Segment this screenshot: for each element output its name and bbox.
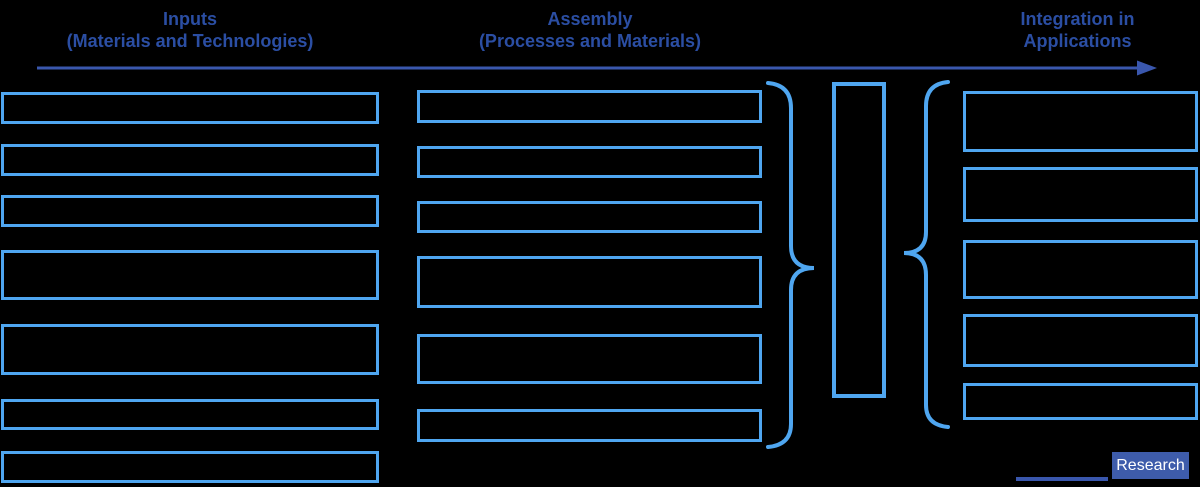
input-box-4 xyxy=(1,250,379,300)
left-brace-icon xyxy=(903,80,950,429)
column-header-inputs: Inputs (Materials and Technologies) xyxy=(0,8,380,52)
application-box-4 xyxy=(963,314,1198,367)
research-badge: Research xyxy=(1112,452,1189,479)
input-box-1 xyxy=(1,92,379,124)
application-box-5 xyxy=(963,383,1198,420)
center-connector-box xyxy=(832,82,886,398)
assembly-box-6 xyxy=(417,409,762,442)
column-header-assembly: Assembly (Processes and Materials) xyxy=(410,8,770,52)
brand-underline xyxy=(1016,477,1108,481)
column-header-applications-line1: Integration in xyxy=(1020,9,1135,29)
input-box-5 xyxy=(1,324,379,375)
column-header-applications: Integration in Applications xyxy=(955,8,1200,52)
right-brace-icon xyxy=(766,81,815,449)
column-header-inputs-line2: (Materials and Technologies) xyxy=(66,31,314,51)
column-header-applications-line2: Applications xyxy=(1023,31,1132,51)
input-box-7 xyxy=(1,451,379,483)
assembly-box-5 xyxy=(417,334,762,384)
assembly-box-3 xyxy=(417,201,762,233)
column-header-assembly-line1: Assembly xyxy=(547,9,633,29)
flow-arrow-icon xyxy=(37,60,1157,76)
assembly-box-1 xyxy=(417,90,762,123)
column-header-inputs-line1: Inputs xyxy=(163,9,217,29)
application-box-1 xyxy=(963,91,1198,152)
assembly-box-2 xyxy=(417,146,762,178)
application-box-3 xyxy=(963,240,1198,299)
assembly-box-4 xyxy=(417,256,762,308)
application-box-2 xyxy=(963,167,1198,222)
column-header-assembly-line2: (Processes and Materials) xyxy=(478,31,702,51)
input-box-3 xyxy=(1,195,379,227)
input-box-2 xyxy=(1,144,379,176)
input-box-6 xyxy=(1,399,379,430)
